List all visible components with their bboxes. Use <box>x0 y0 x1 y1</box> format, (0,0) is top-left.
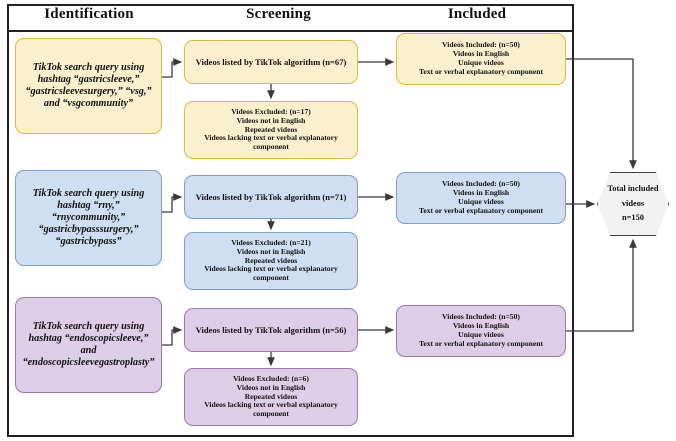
excluded-box-row-2: Videos Excluded: (n=21)Videos not in Eng… <box>184 232 358 290</box>
excluded-box-row-3: Videos Excluded: (n=6)Videos not in Engl… <box>184 368 358 426</box>
excluded-box-row-1: Videos Excluded: (n=17)Videos not in Eng… <box>184 101 358 159</box>
included-text-row-1: Videos Included: (n=50)Videos in English… <box>418 40 544 76</box>
header-divider-rule <box>7 30 574 32</box>
screening-box-row-2: Videos listed by TikTok algorithm (n=71) <box>184 175 358 219</box>
included-text-row-3: Videos Included: (n=50)Videos in English… <box>418 312 544 348</box>
wire-included3-to-total <box>566 238 637 332</box>
identification-text-row-2: TikTok search query using hashtag “rny,”… <box>32 187 145 248</box>
screening-text-row-1: Videos listed by TikTok algorithm (n=67) <box>195 56 347 67</box>
identification-text-row-3: TikTok search query using hashtag “endos… <box>22 320 155 369</box>
included-box-row-2: Videos Included: (n=50)Videos in English… <box>396 172 566 224</box>
included-box-row-3: Videos Included: (n=50)Videos in English… <box>396 305 566 357</box>
total-line-2: videos <box>621 198 645 208</box>
identification-box-row-3: TikTok search query using hashtag “endos… <box>15 297 162 393</box>
total-line-3: n=150 <box>622 213 644 223</box>
identification-text-row-1: TikTok search query using hashtag “gastr… <box>25 61 152 110</box>
total-included-videos-node: Total included videos n=150 <box>597 172 669 236</box>
screening-box-row-1: Videos listed by TikTok algorithm (n=67) <box>184 40 358 84</box>
included-text-row-2: Videos Included: (n=50)Videos in English… <box>418 179 544 215</box>
excluded-text-row-3: Videos Excluded: (n=6)Videos not in Engl… <box>204 373 338 419</box>
total-line-1: Total included <box>607 183 659 193</box>
screening-box-row-3: Videos listed by TikTok algorithm (n=56) <box>184 308 358 352</box>
screening-text-row-2: Videos listed by TikTok algorithm (n=71) <box>195 191 347 202</box>
screening-text-row-3: Videos listed by TikTok algorithm (n=56) <box>195 324 347 335</box>
identification-box-row-2: TikTok search query using hashtag “rny,”… <box>15 170 162 266</box>
excluded-text-row-2: Videos Excluded: (n=21)Videos not in Eng… <box>204 237 338 283</box>
excluded-text-row-1: Videos Excluded: (n=17)Videos not in Eng… <box>204 106 338 152</box>
column-header-included: Included <box>447 6 507 22</box>
identification-box-row-1: TikTok search query using hashtag “gastr… <box>15 38 162 134</box>
column-header-screening: Screening <box>246 6 311 22</box>
included-box-row-1: Videos Included: (n=50)Videos in English… <box>396 33 566 85</box>
wire-included1-to-total <box>566 58 637 170</box>
column-header-identification: Identification <box>44 6 134 22</box>
